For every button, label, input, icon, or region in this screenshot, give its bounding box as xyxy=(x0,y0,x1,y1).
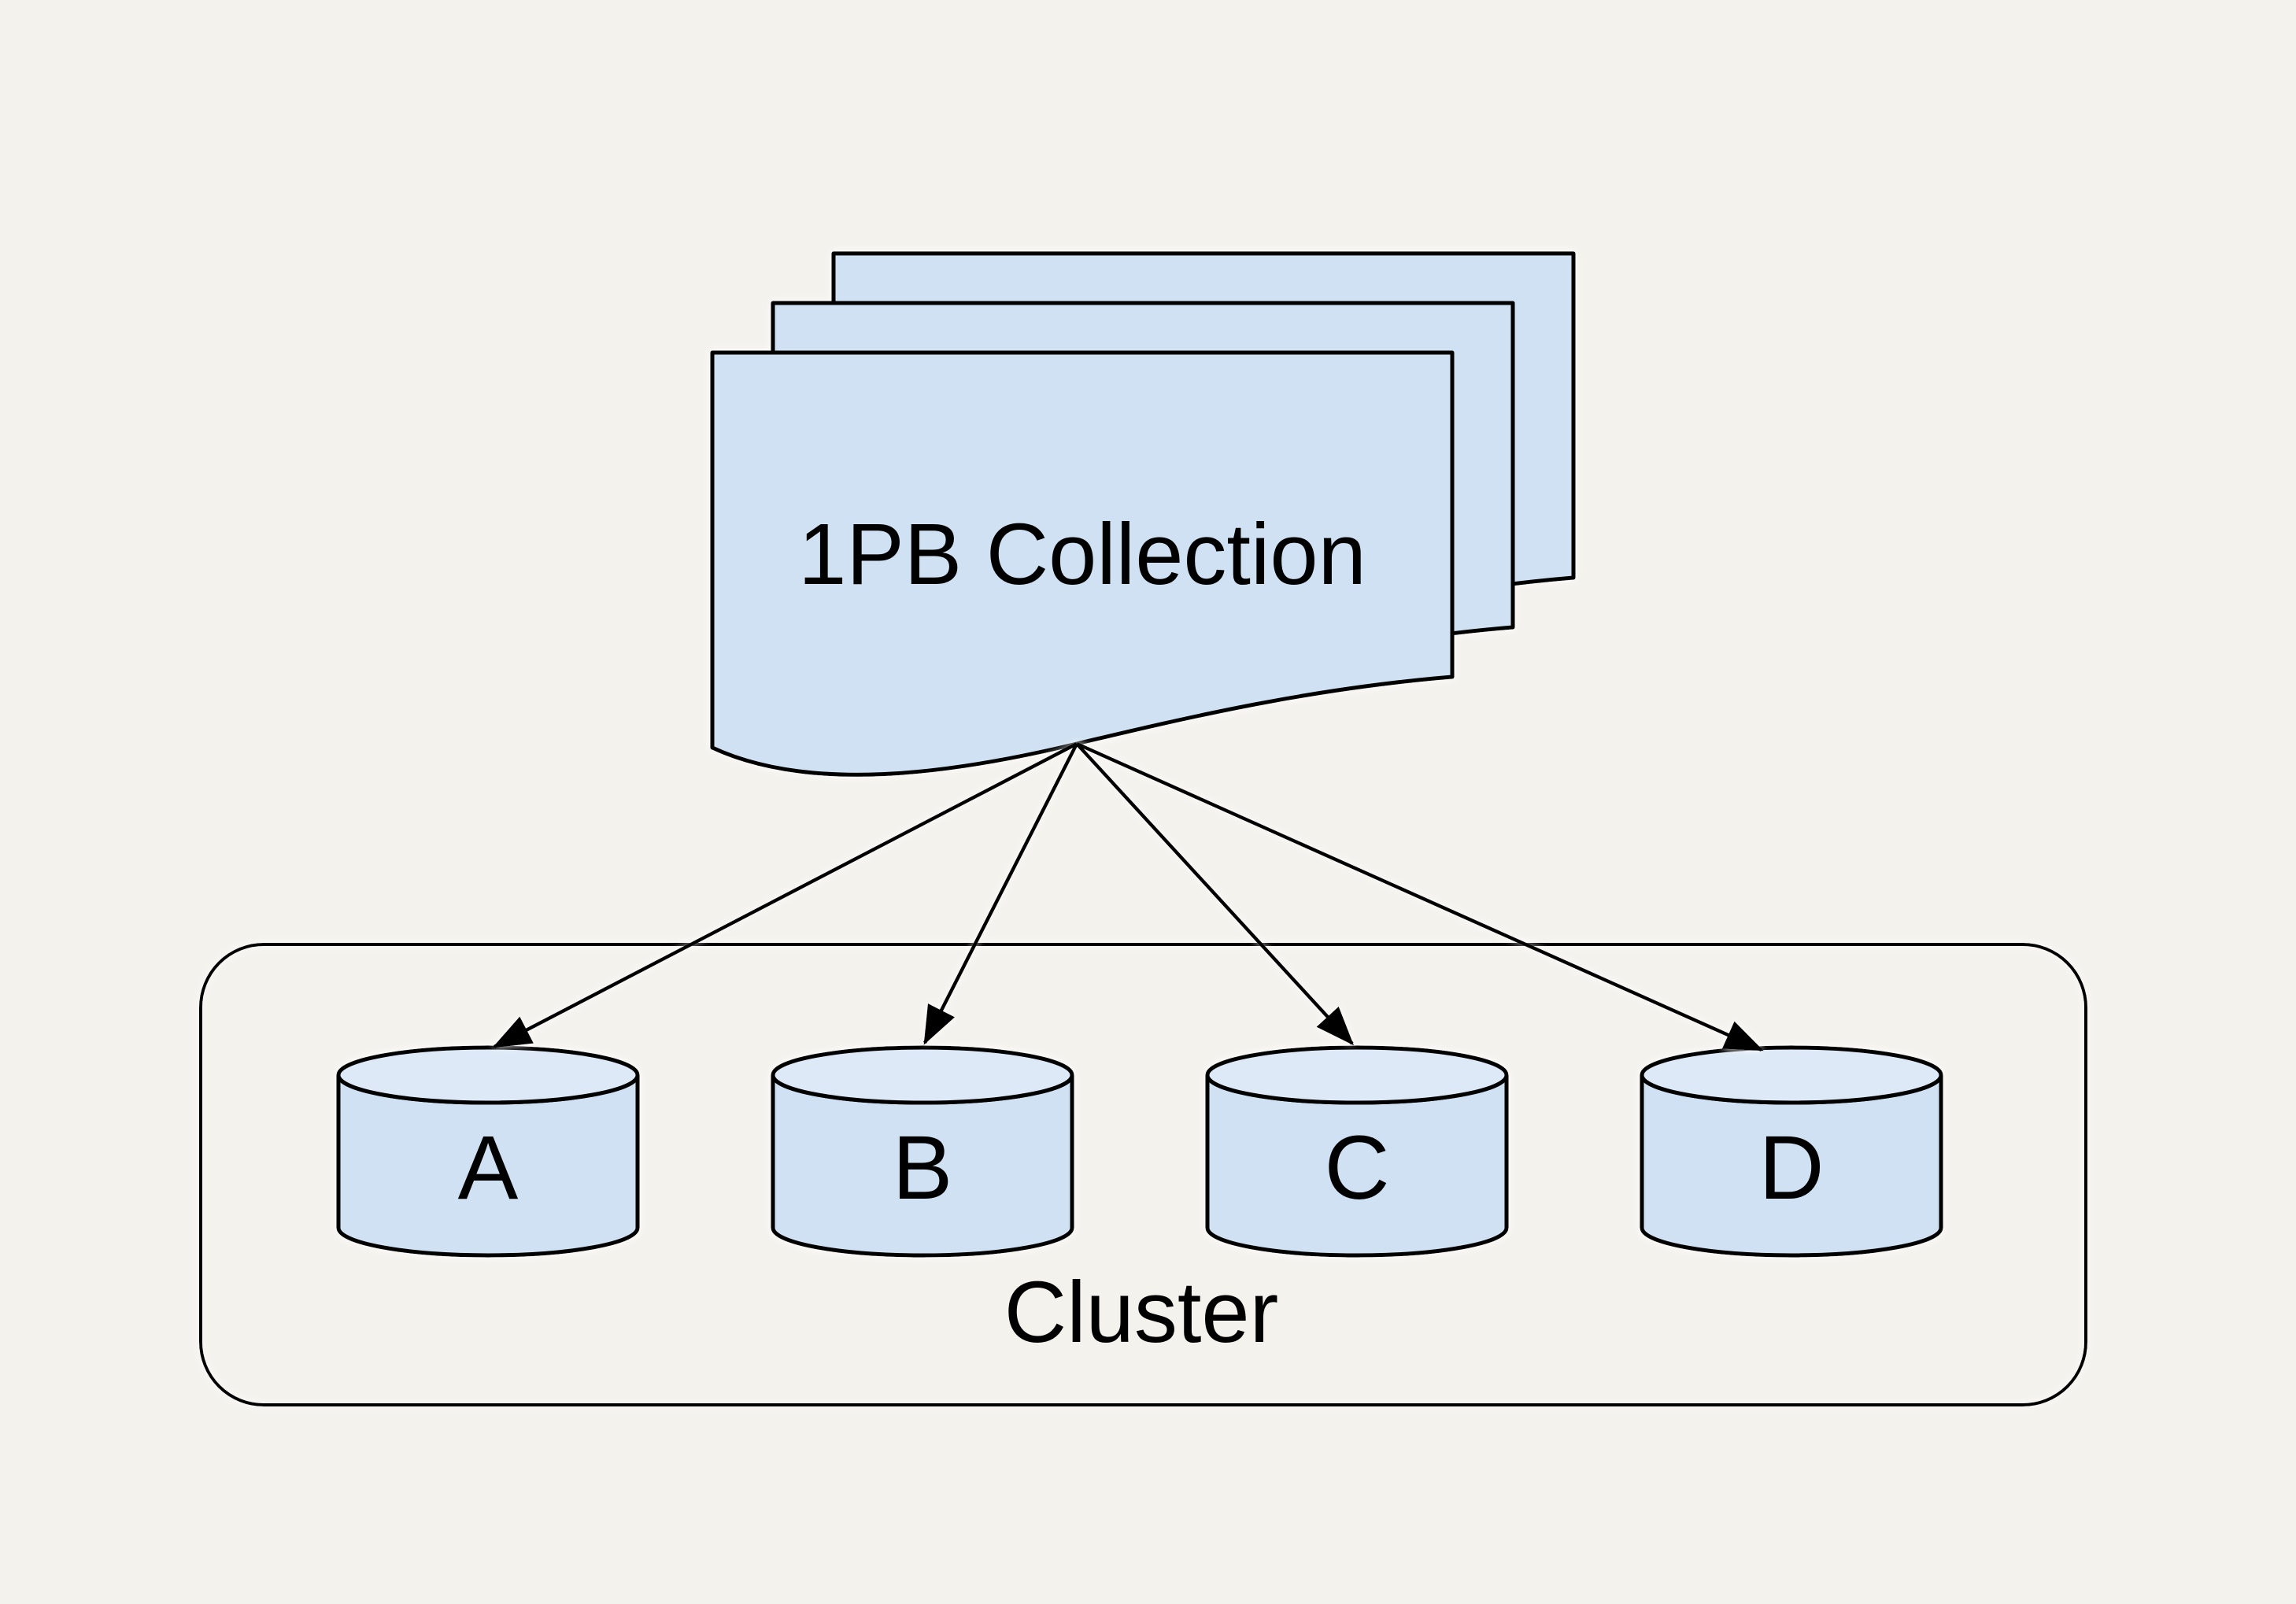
document-label: 1PB Collection xyxy=(798,506,1366,603)
arrow-to-c xyxy=(1075,742,1355,1046)
arrow-to-a xyxy=(492,742,1078,1048)
document-stack xyxy=(710,251,1576,777)
arrow-to-d xyxy=(1076,741,1764,1052)
cylinder-c-top xyxy=(1205,1045,1509,1105)
cluster-label: Cluster xyxy=(1004,1264,1278,1361)
cylinder-b-top xyxy=(771,1045,1074,1105)
cylinder-d-label: D xyxy=(1758,1118,1824,1218)
cylinder-c xyxy=(1205,1045,1509,1258)
cylinder-d-top xyxy=(1640,1045,1943,1105)
cylinder-a xyxy=(336,1045,640,1258)
cylinder-b xyxy=(771,1045,1074,1258)
cylinder-a-top xyxy=(336,1045,640,1105)
cluster-container xyxy=(199,943,2087,1406)
cluster-box xyxy=(199,943,2087,1406)
cylinder-b-label: B xyxy=(893,1118,953,1218)
cylinder-a-label: A xyxy=(458,1118,519,1218)
arrow-to-b xyxy=(922,742,1079,1045)
cylinder-d xyxy=(1640,1045,1943,1258)
edges xyxy=(492,741,1764,1052)
cylinder-c-label: C xyxy=(1324,1118,1389,1218)
